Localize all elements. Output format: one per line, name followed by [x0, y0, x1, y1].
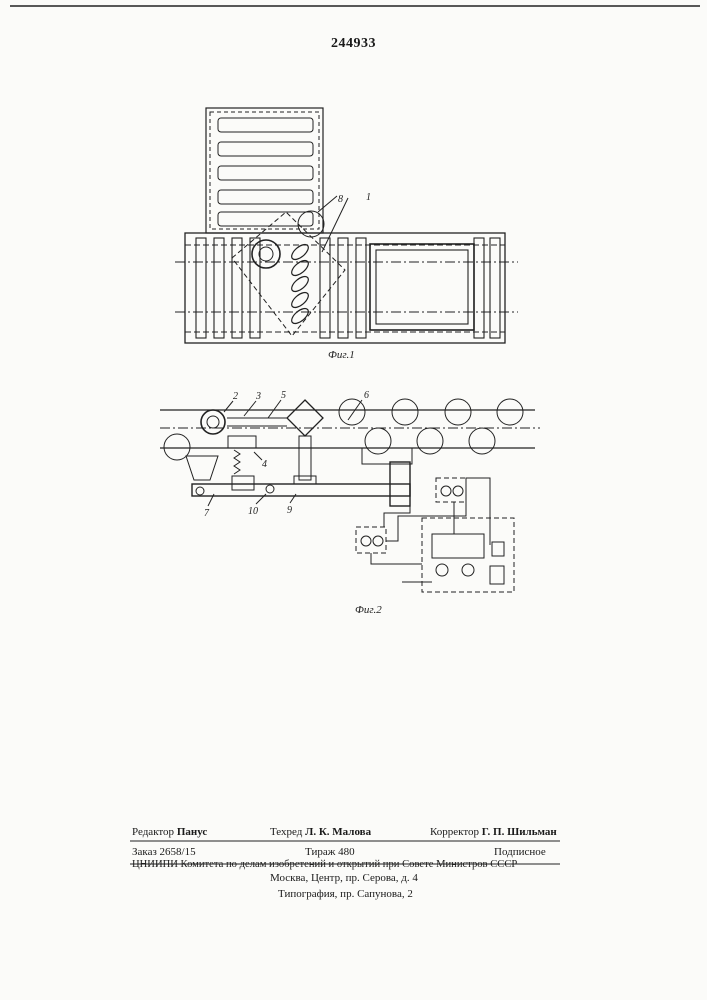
- editor-credit: Редактор Панус: [132, 826, 207, 838]
- tech-name: Л. К. Малова: [305, 826, 371, 838]
- fig2-label-2: 2: [233, 391, 238, 402]
- fig2-label-7: 7: [204, 508, 210, 519]
- corrector-name: Г. П. Шильман: [482, 826, 557, 838]
- fig2-caption: Фиг.2: [355, 604, 382, 616]
- editor-label: Редактор: [132, 826, 174, 838]
- fig2-label-10: 10: [248, 506, 258, 517]
- printer: Типография, пр. Сапунова, 2: [278, 888, 413, 900]
- tech-label: Техред: [270, 826, 302, 838]
- figure-2-drawing: [160, 399, 540, 592]
- print-run: Тираж 480: [305, 846, 355, 858]
- fig2-label-6: 6: [364, 390, 369, 401]
- fig2-label-5: 5: [281, 390, 286, 401]
- editor-name: Панус: [177, 826, 207, 838]
- corrector-credit: Корректор Г. П. Шильман: [430, 826, 557, 838]
- figure-1-drawing: [175, 108, 518, 343]
- corrector-label: Корректор: [430, 826, 479, 838]
- fig1-label-8: 8: [338, 194, 343, 205]
- fig2-label-4: 4: [262, 459, 267, 470]
- address: Москва, Центр, пр. Серова, д. 4: [270, 872, 418, 884]
- fig1-label-1: 1: [366, 192, 371, 203]
- fig2-label-9: 9: [287, 505, 292, 516]
- fig2-label-3: 3: [255, 391, 261, 402]
- tech-credit: Техред Л. К. Малова: [270, 826, 371, 838]
- subscription: Подписное: [494, 846, 546, 858]
- fig1-caption: Фиг.1: [328, 349, 355, 361]
- order-number: Заказ 2658/15: [132, 846, 196, 858]
- org-line: ЦНИИПИ Комитета по делам изобретений и о…: [132, 859, 517, 870]
